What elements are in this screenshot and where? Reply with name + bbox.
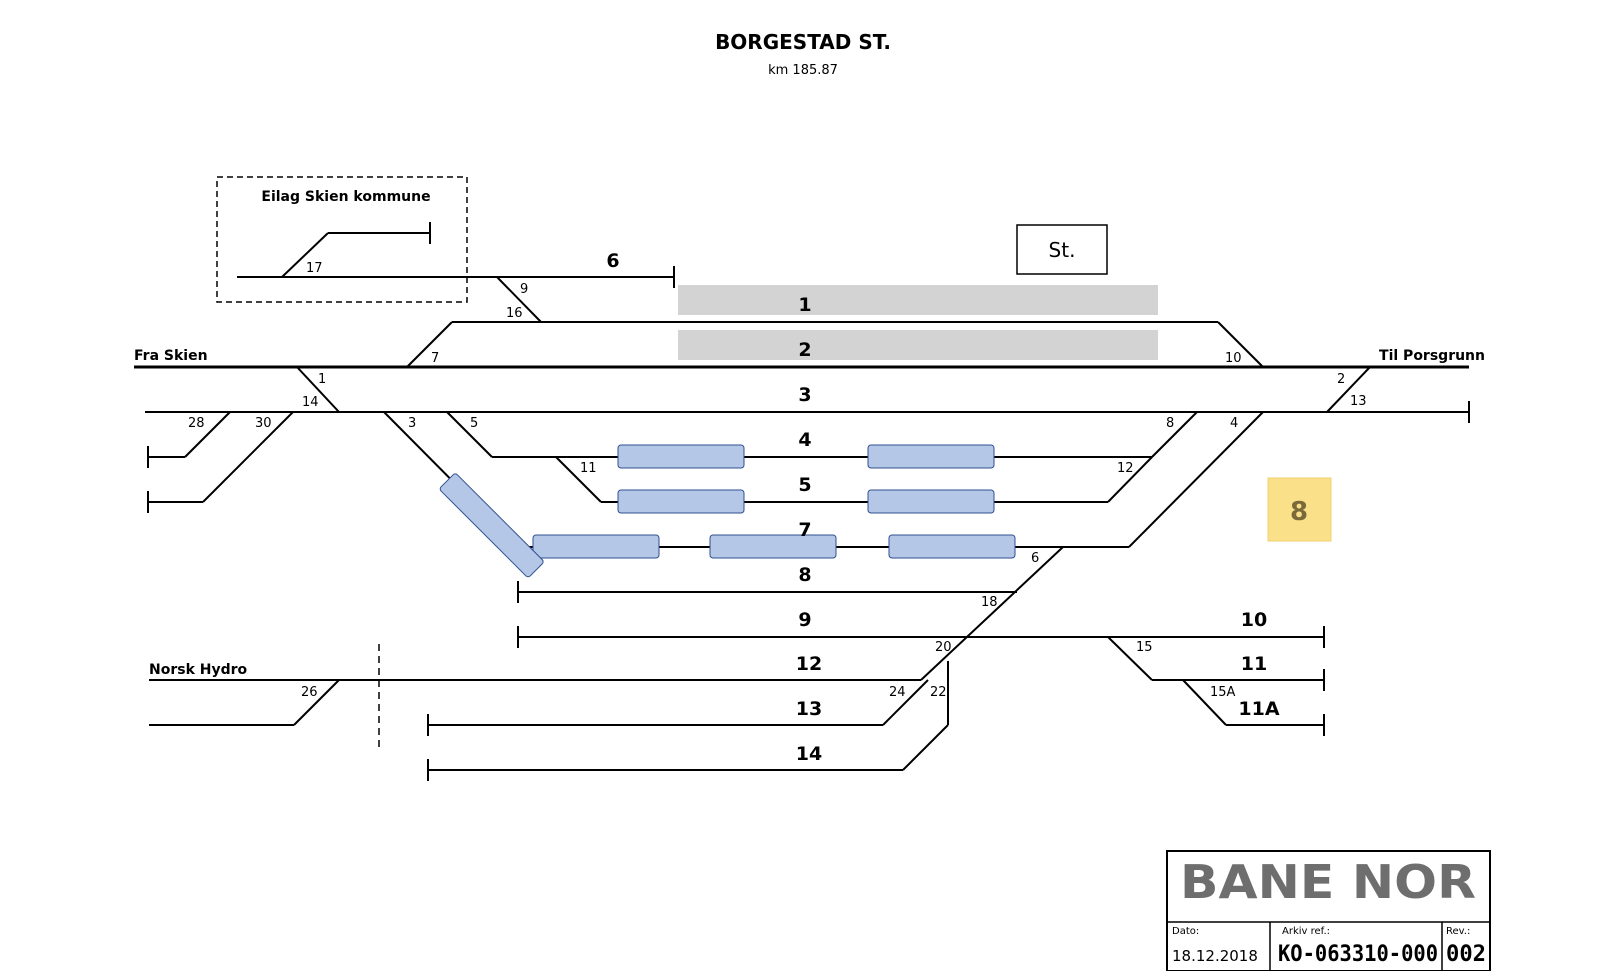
track-number: 8 <box>798 564 811 586</box>
track-number: 7 <box>798 519 811 541</box>
siding-box <box>216 176 468 303</box>
switch-number: 15A <box>1210 685 1236 700</box>
switch-number: 30 <box>255 416 272 431</box>
switch-number: 22 <box>930 685 947 700</box>
wagon <box>617 444 745 469</box>
track-number: 10 <box>1241 609 1267 631</box>
archive-ref-value: KO-063310-000 <box>1278 942 1438 967</box>
wagon <box>888 534 1016 559</box>
switch-number: 9 <box>520 282 528 297</box>
station-box <box>1016 224 1108 275</box>
track-number: 13 <box>796 698 822 720</box>
switch-number: 1 <box>318 372 326 387</box>
switch-number: 12 <box>1117 461 1134 476</box>
track-number: 1 <box>798 294 811 316</box>
switch-number: 4 <box>1230 416 1238 431</box>
revision-label: Rev.: <box>1446 926 1470 937</box>
track-number: 2 <box>798 339 811 361</box>
wagon <box>867 489 995 514</box>
switch-number: 26 <box>301 685 318 700</box>
track-number: 14 <box>796 743 822 765</box>
switch-number: 13 <box>1350 394 1367 409</box>
direction-label-right: Til Porsgrunn <box>1379 348 1485 364</box>
track-number: 11 <box>1241 653 1267 675</box>
switch-number: 14 <box>302 395 319 410</box>
platform-track-1 <box>678 285 1158 315</box>
track-number: 3 <box>798 384 811 406</box>
track-number: 12 <box>796 653 822 675</box>
switch-number: 15 <box>1136 640 1153 655</box>
switch-number: 2 <box>1337 372 1345 387</box>
wagon <box>709 534 837 559</box>
wagon <box>532 534 660 559</box>
switch-number: 28 <box>188 416 205 431</box>
diagram-title: BORGESTAD ST. <box>715 30 891 54</box>
switch-number: 20 <box>935 640 952 655</box>
switch-number: 8 <box>1166 416 1174 431</box>
revision-value: 002 <box>1446 942 1486 967</box>
switch-number: 11 <box>580 461 597 476</box>
diagram-subtitle: km 185.87 <box>768 63 838 78</box>
switch-number: 5 <box>470 416 478 431</box>
wagon <box>439 473 544 578</box>
switch-number: 7 <box>431 351 439 366</box>
wagon <box>867 444 995 469</box>
siding-box-label: Eilag Skien kommune <box>261 189 430 205</box>
date-value: 18.12.2018 <box>1172 947 1258 965</box>
direction-label-left: Fra Skien <box>134 348 208 364</box>
switch-number: 16 <box>506 306 523 321</box>
switch-number: 3 <box>408 416 416 431</box>
track-number: 5 <box>798 474 811 496</box>
switch-number: 17 <box>306 261 323 276</box>
wagon <box>617 489 745 514</box>
highlight-badge[interactable] <box>1267 477 1332 542</box>
switch-number: 10 <box>1225 351 1242 366</box>
switch-number: 18 <box>981 595 998 610</box>
wagons <box>439 444 1016 578</box>
switch-number: 24 <box>889 685 906 700</box>
archive-ref-label: Arkiv ref.: <box>1282 926 1330 937</box>
branch-label: Norsk Hydro <box>149 662 248 678</box>
station-box-label: St. <box>1049 238 1076 262</box>
date-label: Dato: <box>1172 926 1199 937</box>
bane-nor-logo: BANE NOR <box>1180 855 1476 909</box>
track-number: 11A <box>1238 698 1279 720</box>
track-number: 6 <box>606 250 619 272</box>
track-number: 4 <box>798 429 811 451</box>
title-block: BANE NOR Dato: 18.12.2018 Arkiv ref.: KO… <box>1166 850 1491 971</box>
platform-track-2 <box>678 330 1158 360</box>
track-number: 9 <box>798 609 811 631</box>
switch-number: 6 <box>1031 551 1039 566</box>
highlight-badge-label: 8 <box>1290 497 1308 527</box>
